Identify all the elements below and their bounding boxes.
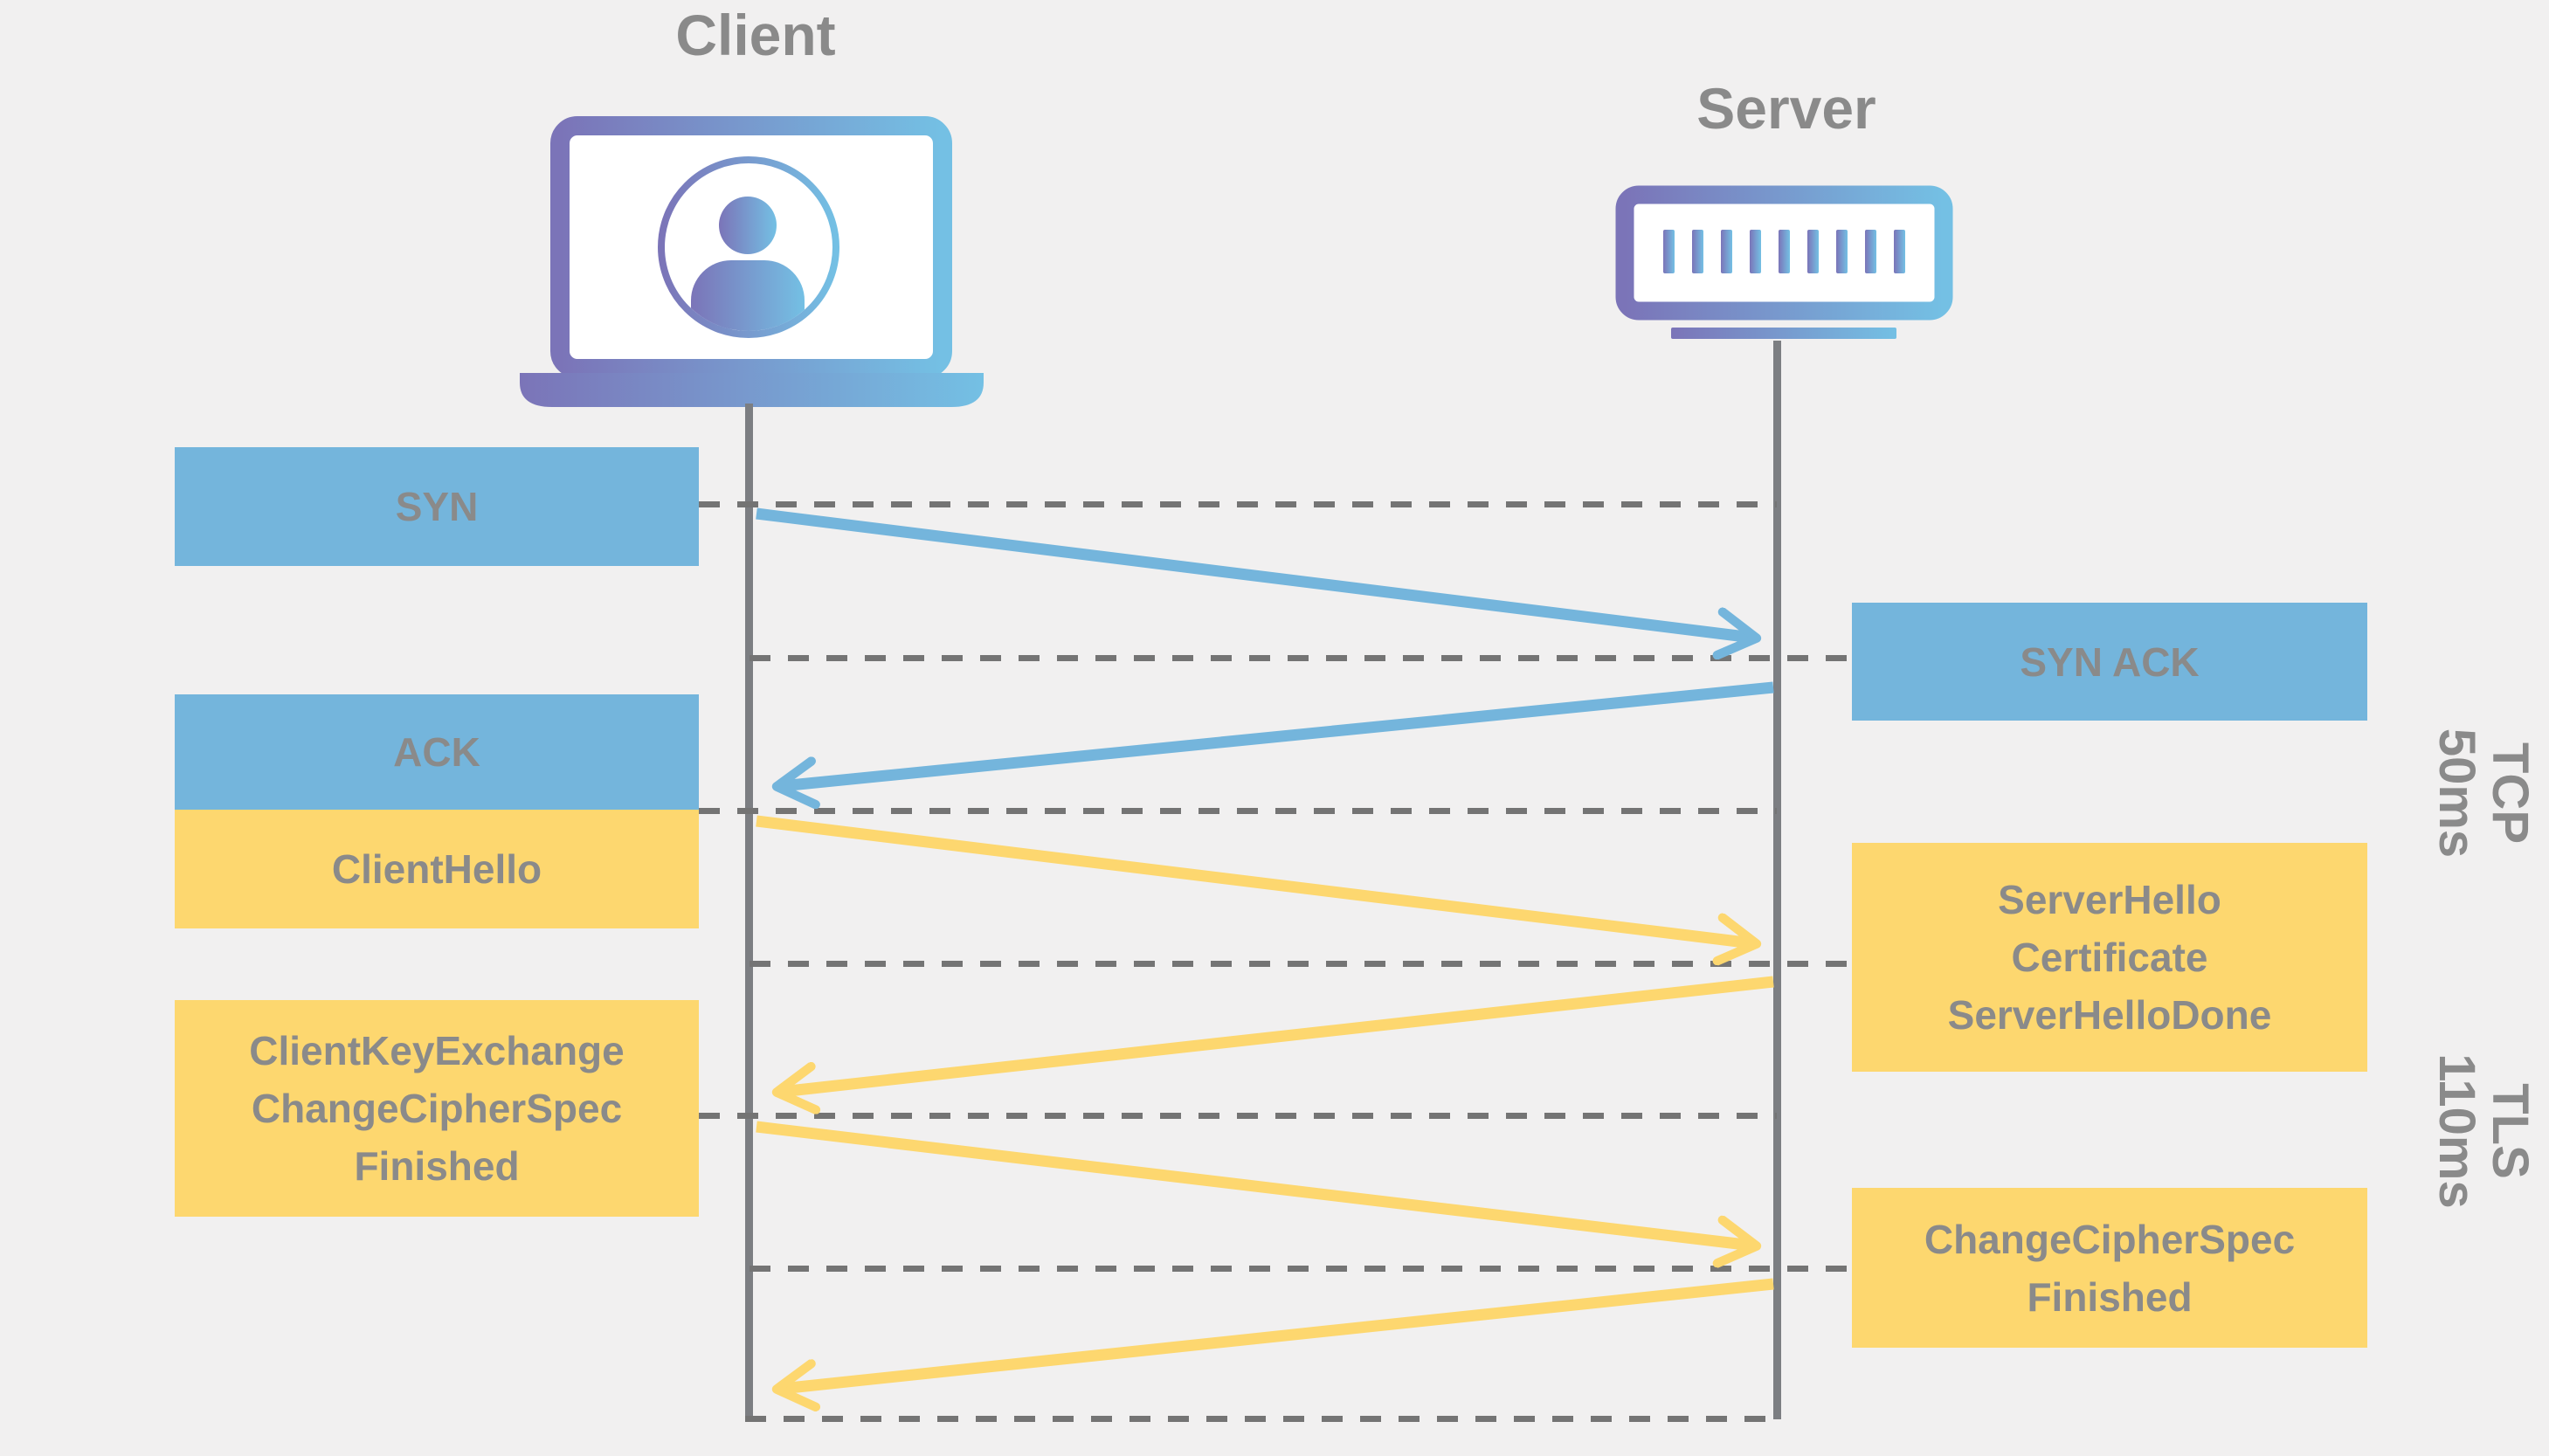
timeline-dashed-line-clientkeyexchange — [699, 1113, 1777, 1119]
avatar-circle — [658, 156, 839, 338]
timeline-dashed-line-end — [745, 1416, 1781, 1422]
tls-phase-label: TLS 110ms — [2428, 1053, 2539, 1209]
syn-arrow — [756, 507, 1752, 638]
server-lifeline — [1773, 341, 1781, 1419]
server-vent-bars — [1663, 230, 1905, 273]
server-icon — [1615, 185, 1953, 339]
synack-box: SYN ACK — [1852, 603, 2367, 721]
synack-arrow — [781, 681, 1774, 786]
changecipherspec-box: ChangeCipherSpec Finished — [1852, 1188, 2367, 1348]
client-title: Client — [675, 3, 836, 67]
serverhello-arrow — [781, 976, 1774, 1092]
clientkeyexchange-box: ClientKeyExchange ChangeCipherSpec Finis… — [175, 1000, 699, 1217]
clienthello-label: ClientHello — [331, 846, 542, 892]
timeline-dashed-line-ack-clienthello — [699, 808, 1777, 814]
laptop-base — [520, 373, 984, 407]
server-base-bar — [1671, 328, 1896, 339]
timeline-dashed-line-serverhello — [750, 961, 1852, 967]
server-title: Server — [1696, 76, 1876, 141]
ack-box: ACK — [175, 694, 699, 810]
timeline-dashed-line-syn — [699, 501, 1777, 507]
clientkeyexchange-arrow — [756, 1121, 1752, 1246]
changecipherspec-arrow — [781, 1278, 1774, 1389]
syn-box: SYN — [175, 447, 699, 566]
user-avatar-icon — [691, 197, 805, 331]
serverhello-box: ServerHello Certificate ServerHelloDone — [1852, 843, 2367, 1072]
clienthello-box: ClientHello — [175, 810, 699, 928]
timeline-dashed-line-changecipherspec — [750, 1266, 1852, 1272]
timeline-dashed-line-synack — [750, 655, 1852, 661]
ack-label: ACK — [393, 729, 480, 775]
client-laptop-icon — [520, 116, 984, 407]
client-lifeline — [745, 404, 753, 1419]
syn-label: SYN — [395, 484, 479, 529]
tcp-phase-label: TCP 50ms — [2428, 728, 2539, 859]
synack-label: SYN ACK — [2020, 638, 2200, 685]
clienthello-arrow — [756, 815, 1752, 943]
